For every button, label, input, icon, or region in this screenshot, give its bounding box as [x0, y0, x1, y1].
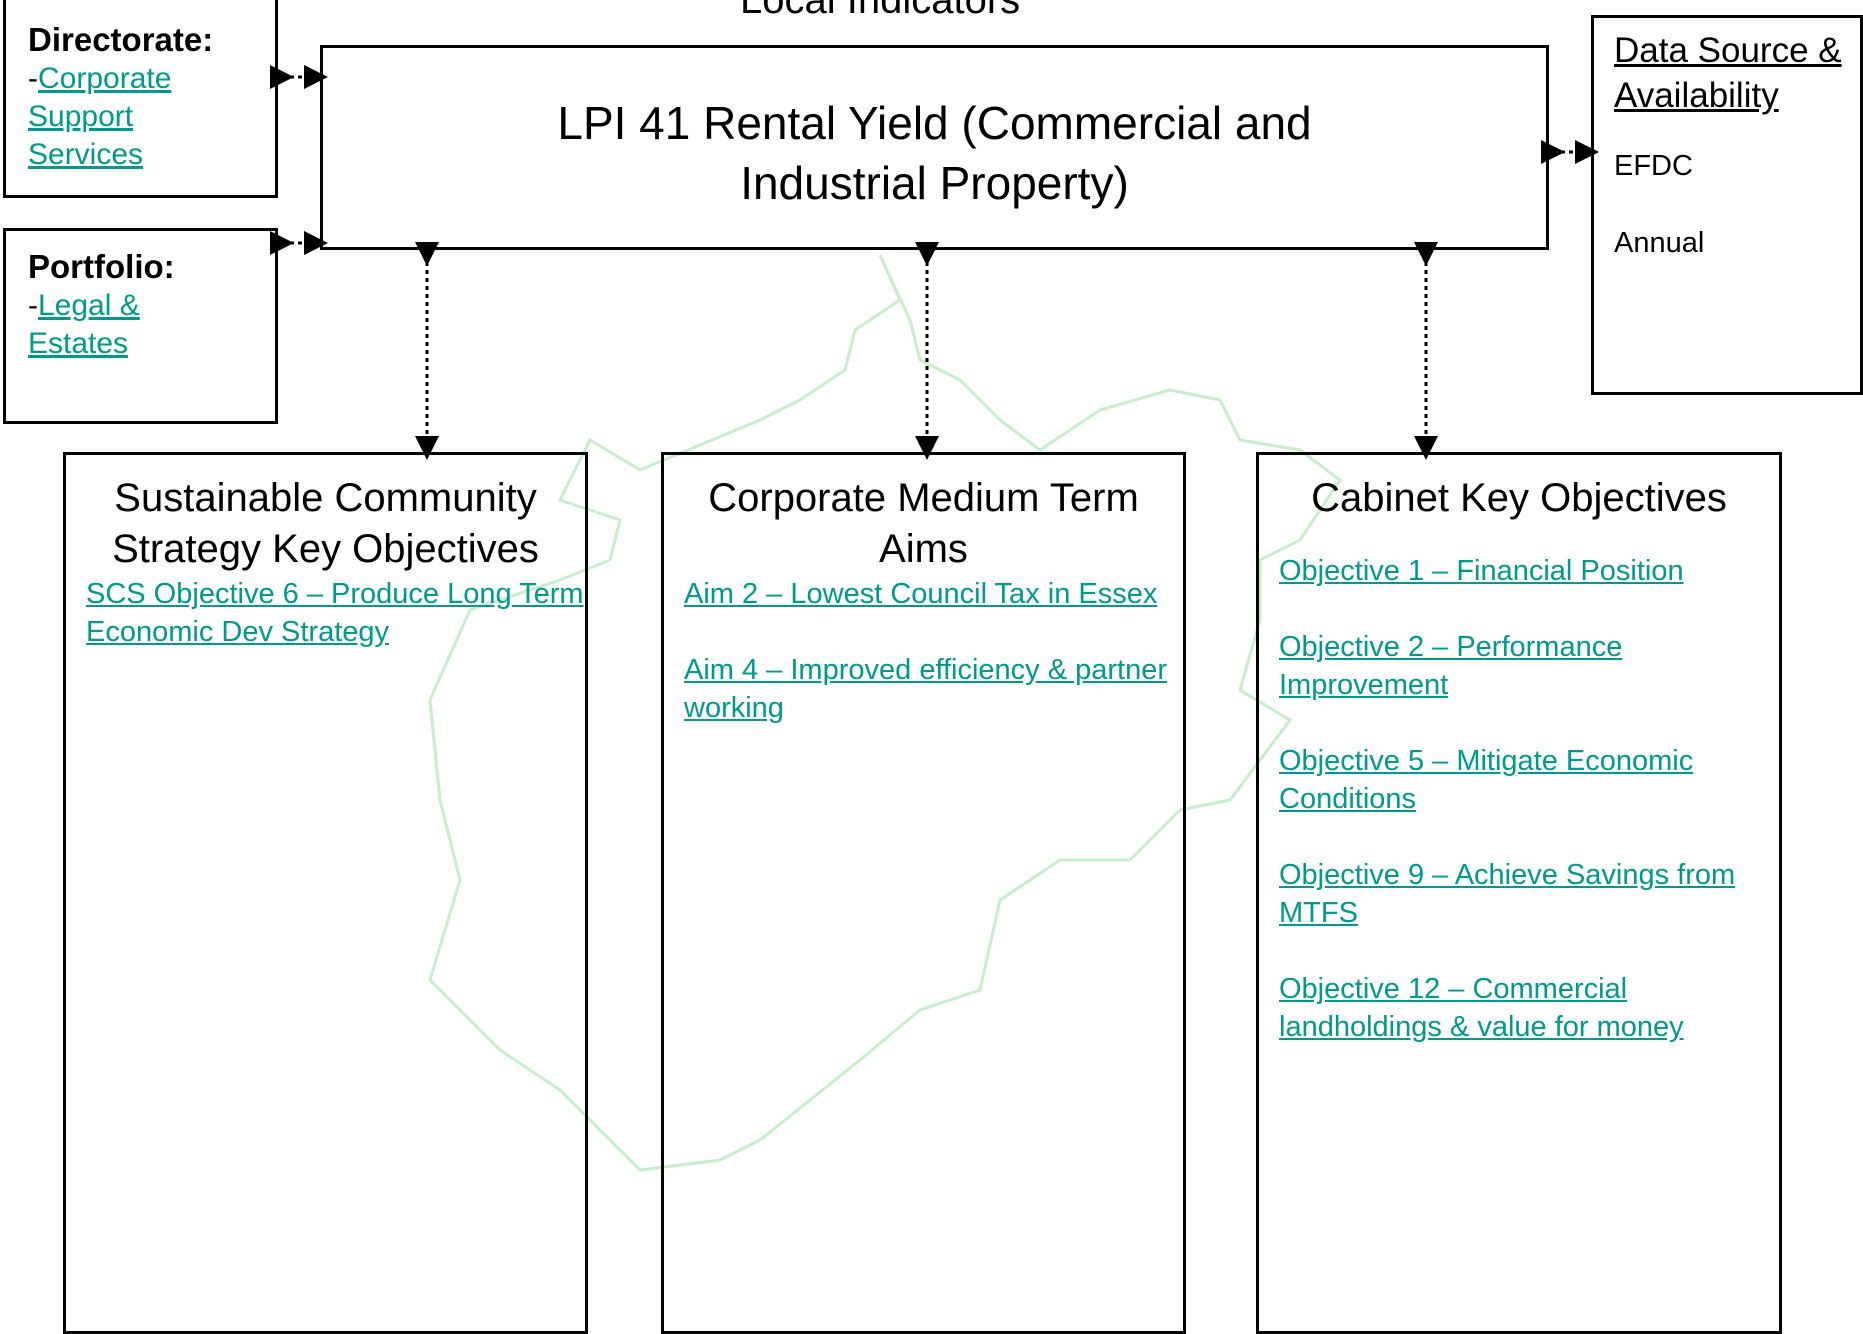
portfolio-box: Portfolio: -Legal & Estates — [3, 228, 278, 424]
cabinet-list: Objective 1 – Financial Position Objecti… — [1259, 552, 1779, 1046]
data-source-title: Data Source & Availability — [1614, 28, 1860, 118]
scs-objectives-box: Sustainable Community Strategy Key Objec… — [63, 452, 588, 1334]
directorate-body: -Corporate Support Services — [28, 60, 228, 174]
corporate-aim-link[interactable]: Aim 4 – Improved efficiency & partner wo… — [684, 654, 1168, 724]
directorate-prefix: - — [28, 62, 38, 95]
cabinet-objective-link[interactable]: Objective 9 – Achieve Savings from MTFS — [1279, 859, 1736, 929]
data-source-value: EFDC — [1614, 150, 1693, 182]
portfolio-heading: Portfolio: — [28, 248, 175, 285]
cabinet-title: Cabinet Key Objectives — [1311, 476, 1727, 520]
cabinet-objective-link[interactable]: Objective 1 – Financial Position — [1279, 555, 1684, 587]
page-title: Local Indicators — [740, 0, 1021, 22]
portfolio-prefix: - — [28, 289, 38, 322]
corporate-list: Aim 2 – Lowest Council Tax in Essex Aim … — [664, 575, 1183, 727]
corporate-title: Corporate Medium Term Aims — [708, 476, 1139, 571]
data-source-link[interactable]: Data Source & Availability — [1614, 31, 1842, 115]
cabinet-objective-link[interactable]: Objective 2 – Performance Improvement — [1279, 631, 1623, 701]
corporate-aim-link[interactable]: Aim 2 – Lowest Council Tax in Essex — [684, 578, 1158, 610]
cabinet-objectives-box: Cabinet Key Objectives Objective 1 – Fin… — [1256, 452, 1782, 1334]
data-frequency-value: Annual — [1614, 227, 1705, 259]
directorate-heading: Directorate: — [28, 21, 214, 58]
district-outline — [428, 254, 1343, 1172]
portfolio-body: -Legal & Estates — [28, 287, 228, 363]
scs-title: Sustainable Community Strategy Key Objec… — [112, 476, 539, 571]
directorate-box: Directorate: -Corporate Support Services — [3, 0, 278, 198]
scs-objective-link[interactable]: SCS Objective 6 – Produce Long Term Econ… — [86, 578, 584, 648]
indicator-title: LPI 41 Rental Yield (Commercial and Indu… — [557, 97, 1312, 209]
portfolio-link[interactable]: Legal & Estates — [28, 289, 140, 360]
cabinet-objective-link[interactable]: Objective 5 – Mitigate Economic Conditio… — [1279, 745, 1694, 815]
directorate-link[interactable]: Corporate Support Services — [28, 62, 172, 171]
cabinet-objective-link[interactable]: Objective 12 – Commercial landholdings &… — [1279, 973, 1684, 1043]
corporate-aims-box: Corporate Medium Term Aims Aim 2 – Lowes… — [661, 452, 1186, 1334]
scs-list: SCS Objective 6 – Produce Long Term Econ… — [66, 575, 585, 651]
data-source-box: Data Source & Availability EFDC Annual — [1591, 15, 1863, 395]
